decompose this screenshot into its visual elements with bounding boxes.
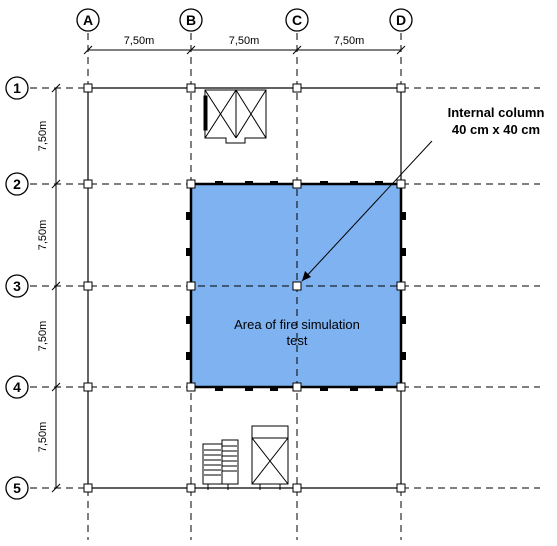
row-bubbles: 1 2 3 4 5 (5, 76, 29, 500)
dim-c-d: 7,50m (334, 35, 365, 47)
column-b3 (186, 281, 196, 291)
column-d4 (396, 382, 406, 392)
column-d5 (396, 483, 406, 493)
row-bubble-4: 4 (5, 375, 29, 399)
callout-arrowhead (302, 271, 311, 281)
column-markers (83, 83, 406, 493)
column-d3 (396, 281, 406, 291)
perimeter-ticks (186, 181, 406, 391)
column-b4 (186, 382, 196, 392)
horizontal-grid-lines (30, 87, 540, 489)
dim-1-2: 7,50m (37, 121, 49, 152)
fire-area-label-line-1: Area of fire simulation (234, 317, 360, 332)
callout-line-1: Internal column (448, 105, 545, 120)
column-label-d: D (396, 12, 406, 28)
column-d2 (396, 179, 406, 189)
column-label-a: A (83, 12, 93, 28)
column-c3 (292, 281, 302, 291)
column-a5 (83, 483, 93, 493)
row-bubble-3: 3 (5, 274, 29, 298)
row-label-5: 5 (13, 480, 21, 496)
row-bubble-5: 5 (5, 476, 29, 500)
column-bubbles: A B C D (76, 8, 413, 32)
column-b5 (186, 483, 196, 493)
dim-b-c: 7,50m (229, 35, 260, 47)
dim-4-5: 7,50m (37, 422, 49, 453)
column-c5 (292, 483, 302, 493)
dim-2-3: 7,50m (37, 220, 49, 251)
dim-3-4: 7,50m (37, 321, 49, 352)
column-label-b: B (186, 12, 196, 28)
column-c2 (292, 179, 302, 189)
stair-outline (202, 439, 239, 485)
column-c4 (292, 382, 302, 392)
column-a1 (83, 83, 93, 93)
column-a2 (83, 179, 93, 189)
column-bubble-b: B (179, 8, 203, 32)
callout-line-2: 40 cm x 40 cm (452, 122, 540, 137)
dim-a-b: 7,50m (124, 35, 155, 47)
column-label-c: C (292, 12, 302, 28)
bottom-elevator-shaft (251, 425, 289, 485)
column-d1 (396, 83, 406, 93)
row-label-4: 4 (13, 379, 21, 395)
row-label-3: 3 (13, 278, 21, 294)
column-a4 (83, 382, 93, 392)
top-dimension-line (83, 45, 406, 55)
column-bubble-d: D (389, 8, 413, 32)
column-b1 (186, 83, 196, 93)
column-c1 (292, 83, 302, 93)
row-bubble-2: 2 (5, 172, 29, 196)
column-bubble-c: C (285, 8, 309, 32)
bottom-stair-core (202, 425, 289, 490)
top-elevator-core (203, 89, 267, 144)
callout-leader-line (301, 140, 433, 282)
column-bubble-a: A (76, 8, 100, 32)
fire-area-label-line-2: test (287, 333, 308, 348)
column-a3 (83, 281, 93, 291)
row-label-1: 1 (13, 80, 21, 96)
row-bubble-1: 1 (5, 76, 29, 100)
top-core-outline (204, 89, 267, 144)
left-dimension-line (51, 83, 61, 493)
row-label-2: 2 (13, 176, 21, 192)
column-b2 (186, 179, 196, 189)
